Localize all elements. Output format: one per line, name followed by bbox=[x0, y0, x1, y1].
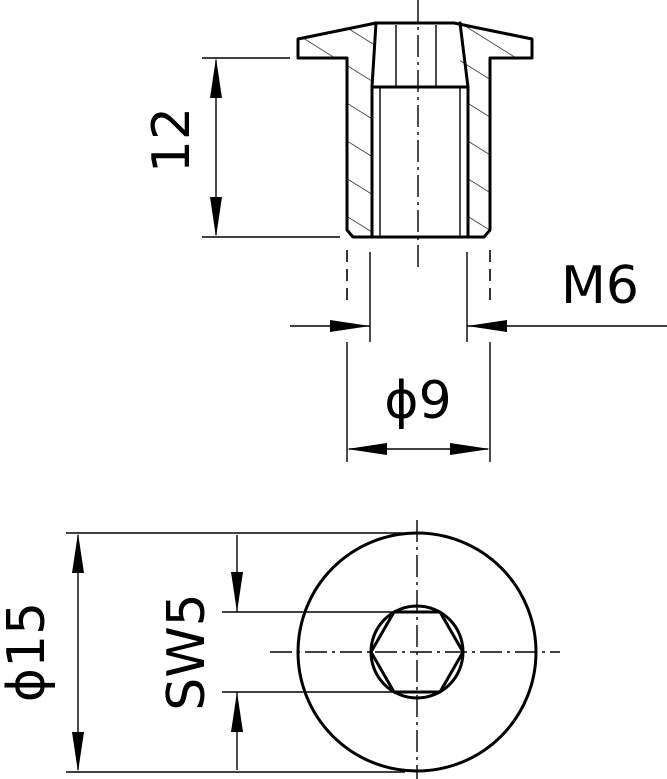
dimension-head-diameter: ϕ15 bbox=[0, 532, 405, 773]
socket-recess bbox=[370, 21, 470, 89]
dimension-wrench-size: SW5 bbox=[157, 535, 395, 770]
dimension-length: 12 bbox=[142, 57, 340, 238]
length-label: 12 bbox=[142, 107, 202, 173]
dimension-shank-diameter: ϕ9 bbox=[347, 371, 490, 455]
shank-diameter-label: ϕ9 bbox=[384, 371, 451, 431]
dimension-thread: M6 bbox=[290, 256, 667, 332]
top-view bbox=[270, 520, 560, 779]
extension-lines bbox=[346, 250, 491, 462]
thread-label: M6 bbox=[561, 256, 639, 316]
section-view bbox=[296, 0, 534, 268]
wrench-size-label: SW5 bbox=[157, 593, 217, 711]
hatched-section-right bbox=[454, 23, 532, 237]
hatched-section-left bbox=[298, 23, 376, 237]
head-diameter-label: ϕ15 bbox=[0, 602, 57, 702]
